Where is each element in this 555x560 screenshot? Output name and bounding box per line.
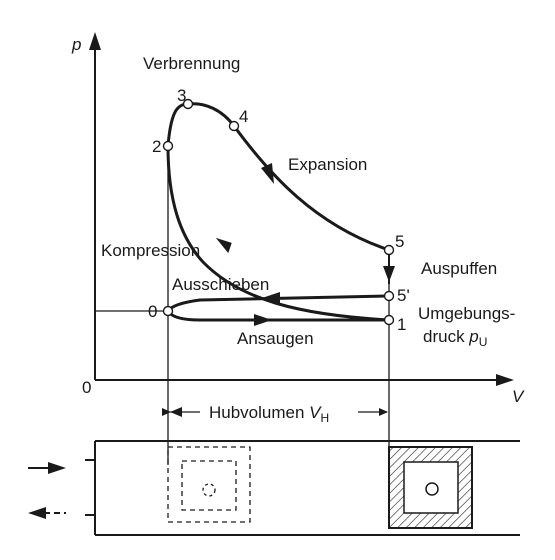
expansion-arrow-icon [261, 163, 274, 184]
point-label-2: 2 [152, 137, 161, 156]
label-umgebungsdruck-2: druck pU [423, 327, 487, 349]
state-point-0 [162, 305, 174, 317]
y-axis-arrow-icon [89, 32, 101, 50]
state-point-3 [182, 98, 194, 110]
state-point-4 [228, 120, 240, 132]
label-ausschieben: Ausschieben [172, 275, 269, 294]
intake-stroke-arrow-icon [254, 314, 272, 326]
label-expansion: Expansion [288, 155, 367, 174]
state-point-5prime [383, 290, 395, 302]
exhaust-arrow-icon [383, 266, 395, 282]
piston-tdc-dashed [167, 446, 251, 523]
label-hubvolumen: Hubvolumen VH [209, 403, 329, 425]
intake-flow-arrow-icon [48, 462, 66, 474]
label-ansaugen: Ansaugen [237, 329, 314, 348]
y-axis-label: p [71, 35, 81, 54]
x-axis-label: V [512, 387, 525, 406]
label-auspuffen: Auspuffen [421, 259, 497, 278]
state-point-2 [162, 140, 174, 152]
stroke-volume-arrow-left-icon [170, 407, 182, 417]
point-label-5: 5 [395, 232, 404, 251]
intake-stroke-line [166, 310, 389, 322]
cylinder-schematic [28, 440, 520, 536]
exhaust-stroke-arrow-icon [262, 292, 280, 304]
origin-label: 0 [82, 378, 91, 397]
combustion-expansion-curve [166, 102, 390, 252]
point-label-0: 0 [148, 302, 157, 321]
state-point-1 [383, 314, 395, 326]
x-axis-arrow-icon [496, 374, 514, 386]
compression-arrow-icon [215, 237, 232, 254]
label-kompression: Kompression [101, 241, 200, 260]
point-label-4: 4 [239, 107, 248, 126]
compression-curve [166, 145, 390, 322]
exhaust-flow-arrow-icon [28, 507, 46, 519]
point-label-1: 1 [397, 315, 406, 334]
state-point-5 [383, 244, 395, 256]
label-verbrennung: Verbrennung [143, 54, 240, 73]
point-label-3: 3 [177, 86, 186, 105]
label-umgebungsdruck-1: Umgebungs- [418, 304, 515, 323]
point-label-5prime: 5' [397, 286, 410, 305]
